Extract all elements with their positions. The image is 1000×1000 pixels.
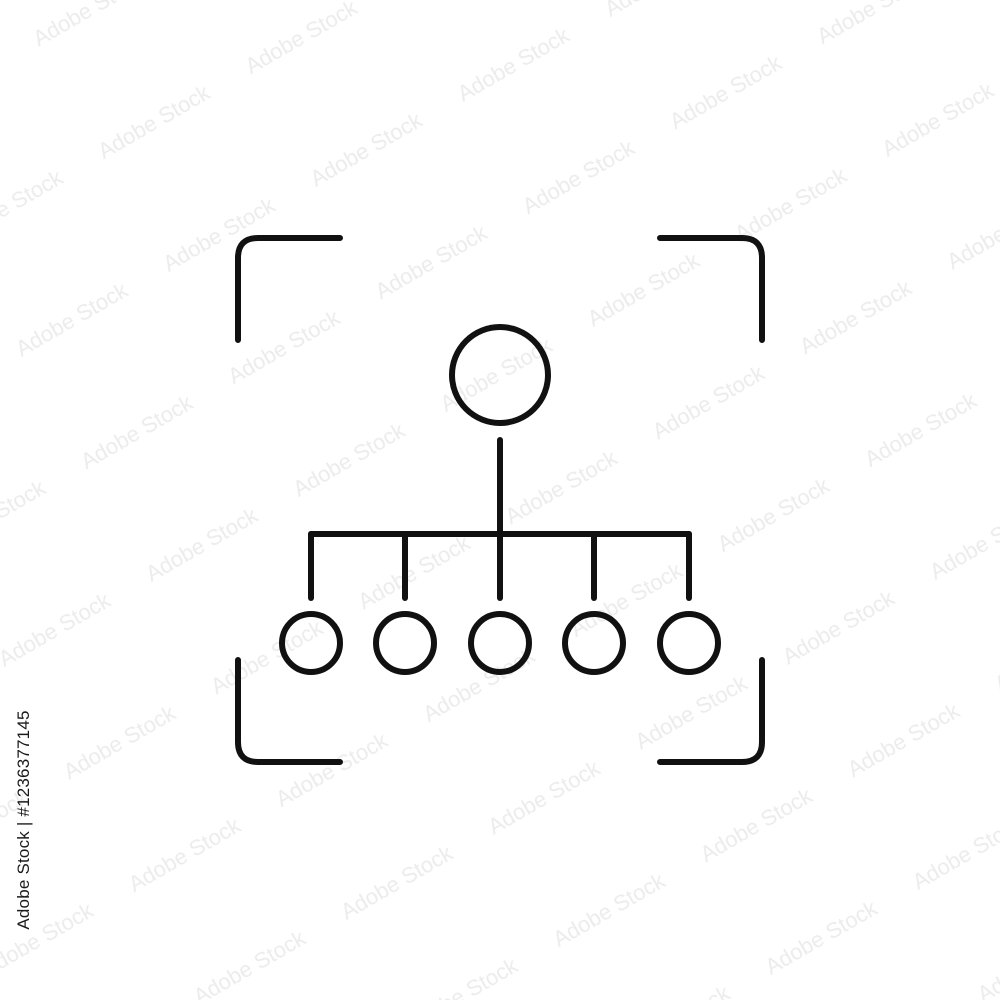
child-node-icon — [468, 611, 532, 675]
corner-bottom-left-icon — [235, 657, 343, 765]
corner-top-right-icon — [657, 235, 765, 343]
stock-id-label: Adobe Stock | #1236377145 — [14, 710, 33, 930]
root-node-icon — [449, 324, 551, 426]
corner-bottom-right-icon — [657, 657, 765, 765]
child-node-icon — [373, 611, 437, 675]
child-node-icon — [562, 611, 626, 675]
corner-top-left-icon — [235, 235, 343, 343]
child-node-icon — [279, 611, 343, 675]
child-node-icon — [657, 611, 721, 675]
